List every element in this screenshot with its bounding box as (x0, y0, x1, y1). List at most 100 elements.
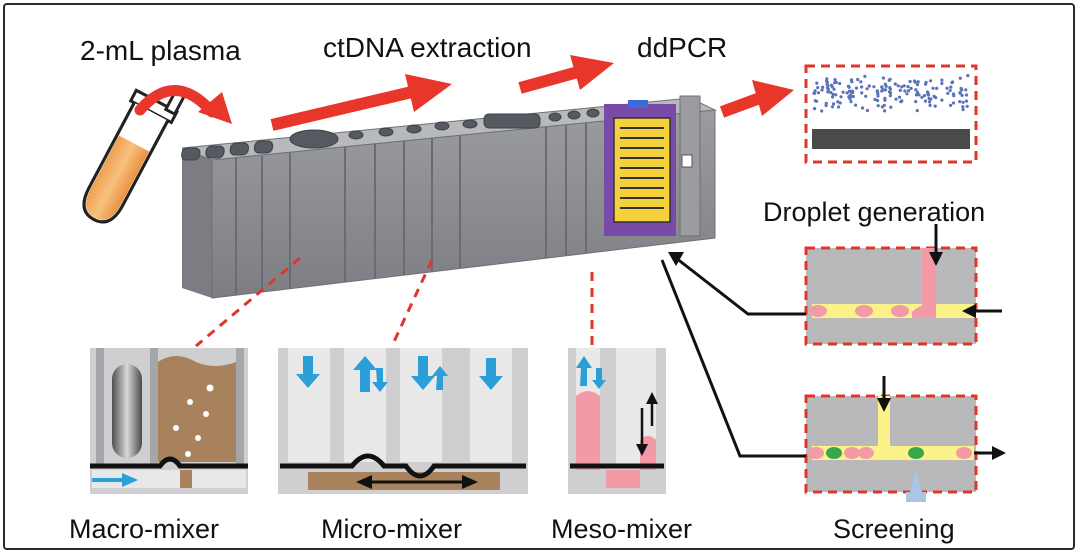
positive-droplet-point (831, 95, 835, 99)
plasma-tube-icon (82, 88, 187, 224)
positive-droplet-point (845, 91, 849, 95)
positive-droplet-point (940, 81, 944, 85)
droplet-generation-label: Droplet generation (763, 197, 985, 227)
positive-droplet-point (850, 80, 854, 84)
positive-droplet-point (876, 104, 880, 108)
positive-droplet-point (889, 105, 893, 109)
positive-droplet-point (865, 108, 870, 113)
positive-droplet-point (832, 87, 836, 91)
positive-droplet-point (876, 94, 880, 98)
positive-droplet-point (949, 85, 953, 89)
positive-droplet-point (924, 82, 928, 86)
positive-droplet-point (965, 104, 969, 108)
positive-droplet-point (909, 86, 913, 90)
positive-droplet-point (860, 85, 864, 89)
ddpcr-result-panel (804, 64, 978, 164)
positive-droplet-point (880, 85, 884, 89)
positive-droplet-point (838, 81, 842, 86)
screening-panel (804, 376, 1006, 502)
screening-label: Screening (833, 514, 955, 544)
cartridge (181, 95, 717, 299)
positive-droplet-point (880, 105, 885, 109)
positive-droplet-point (966, 74, 970, 78)
positive-droplet-point (961, 100, 965, 104)
positive-droplet-point (860, 91, 864, 95)
connector-arrows (660, 252, 806, 458)
positive-droplet-point (908, 79, 912, 84)
positive-droplet-point (826, 90, 830, 94)
process-arrow-3 (719, 80, 794, 118)
positive-droplet-point (914, 88, 918, 92)
positive-droplet-point (883, 98, 887, 102)
positive-droplet-point (929, 97, 933, 101)
positive-droplet-point (815, 81, 819, 85)
positive-droplet-point (883, 109, 887, 113)
positive-droplet-point (960, 93, 964, 97)
plasma-label: 2-mL plasma (80, 35, 241, 66)
positive-droplet-point (931, 86, 935, 90)
positive-droplet-point (830, 85, 834, 89)
positive-droplet-point (824, 101, 828, 105)
positive-droplet-point (875, 98, 880, 103)
positive-droplet-point (838, 101, 842, 105)
positive-droplet-point (928, 100, 932, 104)
positive-droplet-point (821, 85, 825, 89)
positive-droplet-point (815, 99, 819, 103)
positive-droplet-point (906, 85, 910, 89)
positive-droplet-point (830, 105, 835, 109)
positive-droplet-point (820, 88, 824, 92)
positive-droplet-point (856, 77, 860, 82)
positive-droplet-point (952, 94, 956, 98)
positive-droplet-point (881, 76, 886, 80)
positive-droplet-point (896, 84, 900, 88)
positive-droplet-point (949, 103, 953, 107)
positive-droplet-point (899, 100, 903, 104)
magnet-cylinder (112, 364, 142, 458)
positive-droplet-point (964, 99, 969, 103)
positive-droplet-point (816, 91, 821, 95)
positive-droplet-point (894, 97, 898, 101)
positive-droplet-point (897, 95, 902, 99)
figure-frame (3, 3, 1075, 550)
positive-droplet-point (825, 80, 829, 84)
positive-droplet-point (829, 90, 833, 95)
positive-droplet-point (940, 98, 944, 102)
positive-droplet-point (946, 91, 950, 95)
positive-droplet-point (914, 100, 918, 104)
positive-droplet-point (859, 80, 863, 84)
process-arrow-2 (518, 55, 614, 94)
positive-droplet-point (864, 94, 868, 98)
positive-droplet-point (951, 101, 956, 105)
droplet-generation-panel (804, 224, 1002, 346)
positive-droplet-point (854, 103, 858, 107)
positive-droplet-point (847, 89, 852, 93)
positive-droplet-point (860, 106, 865, 110)
positive-droplet-point (867, 84, 871, 88)
positive-droplet-point (825, 77, 829, 81)
positive-droplet-point (902, 84, 906, 88)
ddpcr-label: ddPCR (637, 32, 727, 63)
positive-droplet-point (847, 95, 851, 99)
positive-droplet-point (826, 84, 830, 88)
positive-droplet-point (884, 88, 888, 92)
macro-mixer-label: Macro-mixer (69, 514, 219, 544)
positive-droplet-point (836, 105, 841, 109)
positive-droplet-point (917, 93, 921, 97)
positive-droplet-point (929, 79, 933, 83)
positive-droplet-point (883, 82, 887, 86)
positive-droplet-point (850, 91, 855, 95)
positive-droplet-point (834, 93, 838, 97)
positive-droplet-point (964, 93, 969, 97)
heater-element (613, 117, 671, 223)
positive-droplet-point (833, 81, 837, 85)
process-arrow-1 (270, 74, 452, 131)
positive-droplet-point (928, 103, 932, 107)
positive-droplet-point (940, 78, 944, 82)
positive-droplet-point (831, 92, 835, 96)
positive-droplet-point (920, 95, 924, 99)
positive-droplet-point (839, 95, 843, 99)
positive-droplet-point (832, 102, 836, 106)
positive-droplet-point (958, 76, 962, 80)
curved-transfer-arrow (134, 85, 232, 124)
